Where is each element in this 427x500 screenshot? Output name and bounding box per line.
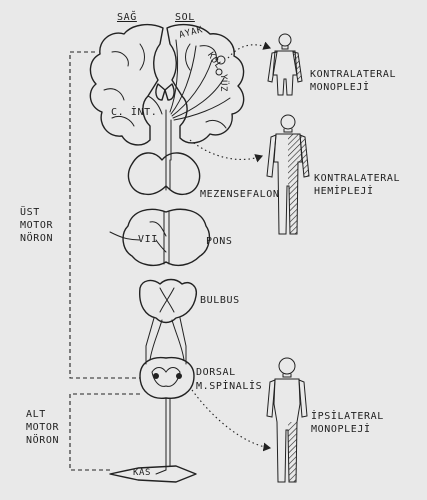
lower-motor-neuron-line-3: NÖRON [26,435,60,446]
label-bulbus: BULBUS [200,295,240,306]
mesencephalon-section [127,152,201,196]
label-muscle: KAS [133,468,152,478]
bulbus-section [139,278,197,324]
arrow-to-monoplegia [227,41,272,59]
upper-motor-neuron-line-2: MOTOR [20,220,54,231]
label-left: SOL [175,12,195,23]
ipsilateral-monoplegia-line-1: İPSİLATERAL [311,411,384,422]
label-lower-motor-neuron: ALT MOTOR NÖRON [26,408,59,447]
upper-motor-neuron-bracket [69,51,140,379]
label-contralateral-monoplegia: KONTRALATERAL MONOPLEJİ [310,68,396,94]
label-dorsal: DORSAL [196,367,236,378]
corticospinal-fibres [147,39,231,161]
arrow-to-ipsilateral [191,389,272,452]
brain-coronal-section [89,23,245,146]
contralateral-monoplegia-line-1: KONTRALATERAL [310,69,397,80]
label-capsula-interna: C. İNT. [111,107,158,118]
contralateral-monoplegia-line-2: MONOPLEJİ [310,82,370,93]
contralateral-hemiplegia-line-2: HEMİPLEJİ [314,186,374,197]
ipsilateral-monoplegia-line-2: MONOPLEJİ [311,424,371,435]
contralateral-hemiplegia-line-1: KONTRALATERAL [314,173,401,184]
arrow-to-hemiplegia [189,139,264,163]
label-mesencephalon: MEZENSEFALON [200,189,280,200]
label-cranial-nerve-vii: VII [138,234,158,245]
label-right: SAĞ [117,12,137,23]
label-upper-motor-neuron: ÜST MOTOR NÖRON [20,206,53,245]
label-ipsilateral-monoplegia: İPSİLATERAL MONOPLEJİ [311,410,384,436]
human-figure-monoplegia [267,33,303,96]
label-pons: PONS [206,236,233,247]
human-figure-hemiplegia [266,114,310,235]
lower-motor-neuron-line-2: MOTOR [26,422,60,433]
muscle [109,465,197,483]
spinal-cord [139,317,195,471]
upper-motor-neuron-line-3: NÖRON [20,233,54,244]
lower-motor-neuron-line-1: ALT [26,409,46,420]
label-contralateral-hemiplegia: KONTRALATERAL HEMİPLEJİ [314,172,400,198]
lower-motor-neuron-bracket [69,393,140,471]
upper-motor-neuron-line-1: ÜST [20,207,40,218]
human-figure-ipsilateral [266,357,308,483]
pons-section [109,208,211,267]
label-face-area: YÜZ [218,74,228,93]
label-medulla-spinalis: M.SPİNALİS [196,381,263,392]
